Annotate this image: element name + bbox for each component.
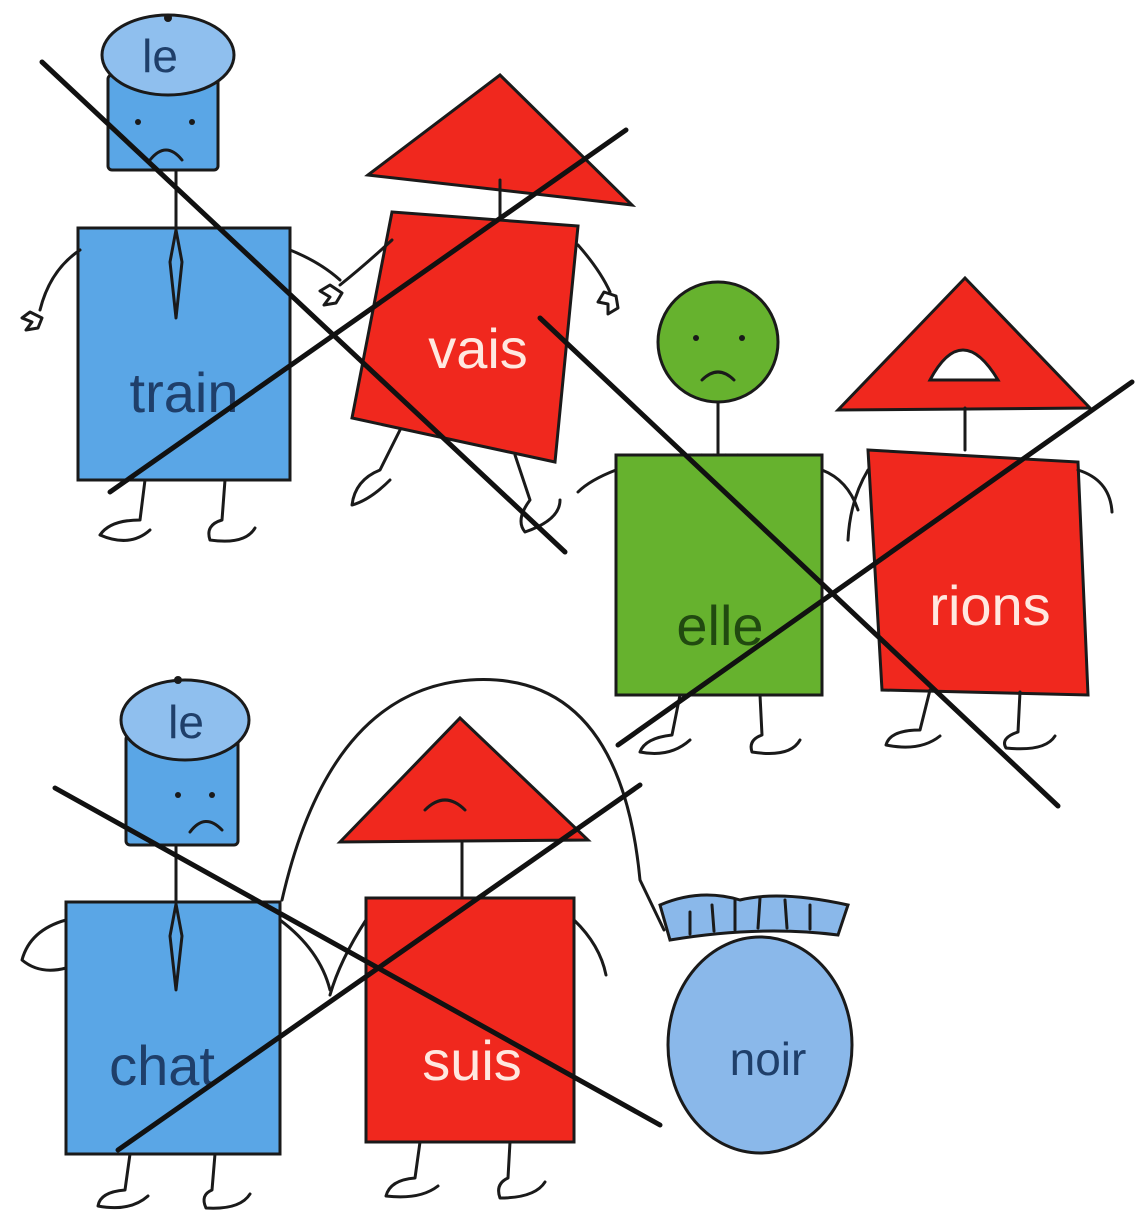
label-noir: noir — [730, 1033, 807, 1085]
figure-verbe-vais: vais — [318, 73, 637, 534]
figure-verbe-suis: suis — [328, 715, 608, 1200]
cross-stroke-bottom-2 — [115, 782, 643, 1153]
label-rions: rions — [929, 574, 1050, 637]
label-vais: vais — [428, 317, 528, 380]
figure-nom-train: le train — [20, 13, 342, 543]
cross-stroke-top-2 — [107, 127, 629, 495]
label-le-bottom: le — [168, 696, 204, 748]
cross-stroke-bottom-1 — [52, 785, 663, 1128]
label-chat: chat — [109, 1034, 215, 1097]
cross-stroke-top-3 — [537, 315, 1061, 809]
figure-adjectif-noir: noir — [658, 893, 854, 1155]
determiner-cap-head-bottom: le — [119, 676, 251, 847]
label-elle: elle — [676, 594, 763, 657]
figure-nom-chat: le chat — [20, 676, 332, 1210]
figure-verbe-rions: rions — [834, 275, 1114, 751]
cross-stroke-top-4 — [615, 379, 1135, 748]
determiner-cap-head-top: le — [100, 13, 236, 172]
figure-pronom-elle: elle — [576, 280, 860, 755]
label-le-top: le — [142, 30, 178, 82]
cross-stroke-top-1 — [39, 59, 568, 555]
jump-rope — [280, 678, 666, 932]
cross-out-strokes — [39, 59, 1135, 1153]
